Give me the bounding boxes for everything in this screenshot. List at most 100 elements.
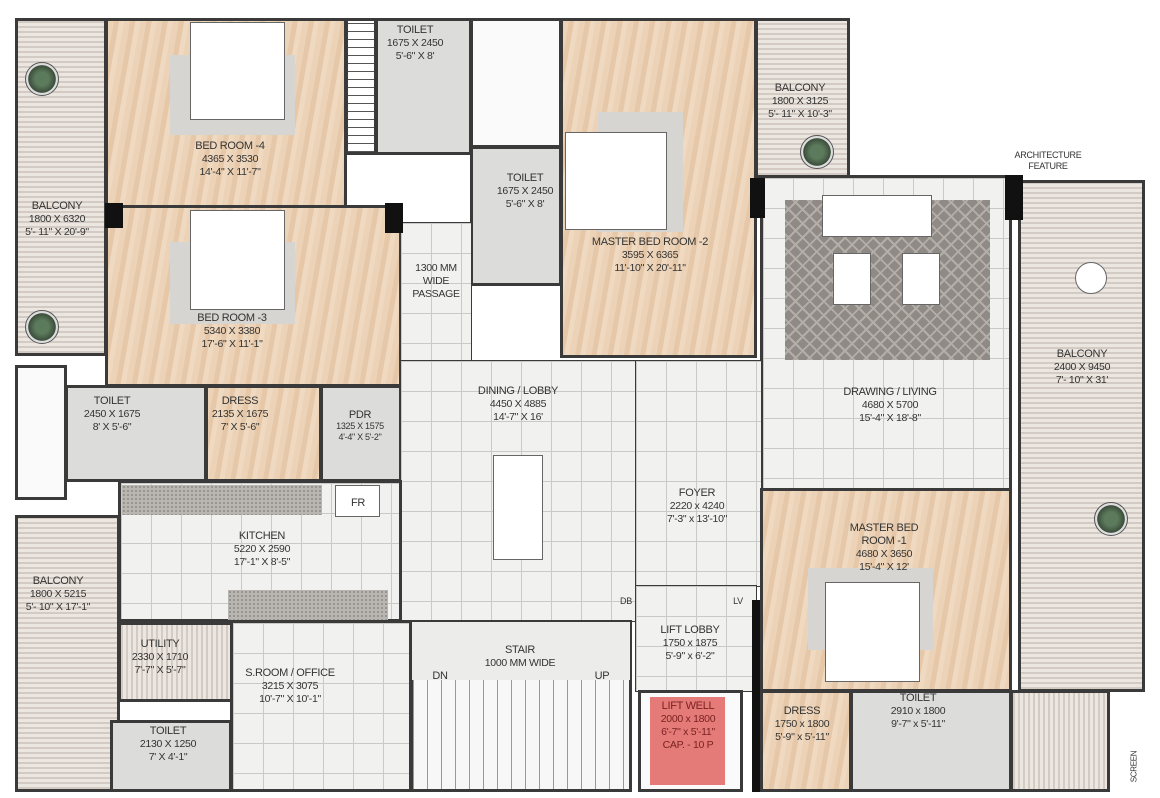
room-size-metric: 5340 X 3380	[203, 325, 261, 337]
label-line: ARCHITECTURE	[1014, 150, 1082, 160]
bed-icon	[190, 22, 285, 120]
room-name: UTILITY	[140, 638, 180, 650]
shower-area	[470, 18, 562, 148]
room-name: S.ROOM / OFFICE	[245, 667, 335, 679]
room-name: TOILET	[506, 172, 544, 184]
room-size-imperial: 15'-4" X 18'-8"	[859, 412, 921, 424]
room-name: TOILET	[149, 725, 187, 737]
room-size-metric: 2130 X 1250	[139, 738, 197, 750]
room-name: FOYER	[678, 487, 716, 499]
room-size-imperial: 7' X 5'-6"	[220, 421, 260, 433]
db-text: DB	[620, 596, 632, 606]
room-name: BALCONY	[31, 200, 83, 212]
room-size-metric: 2330 X 1710	[131, 651, 189, 663]
label-line: WIDE	[422, 275, 450, 287]
living-rug	[785, 200, 990, 360]
room-size-imperial: 5'-6" X 8'	[505, 198, 545, 210]
room-size-imperial: 17'-6" X 11'-1"	[201, 338, 263, 350]
room-name: BALCONY	[774, 82, 826, 94]
fridge-box	[335, 485, 380, 517]
plant-icon	[25, 310, 59, 344]
room-name: BALCONY	[1056, 348, 1108, 360]
room-size-metric: 4365 X 3530	[201, 153, 259, 165]
room-name: TOILET	[899, 692, 937, 704]
room-name: TOILET	[93, 395, 131, 407]
room-name: LIFT WELL	[661, 700, 715, 712]
room-size-metric: 1800 X 6320	[28, 213, 86, 225]
dining-table-icon	[493, 455, 543, 560]
dress-left-area	[205, 385, 322, 482]
room-size-metric: 1750 x 1875	[662, 637, 718, 649]
room-size-imperial: 5'-9" x 5'-11"	[775, 731, 829, 743]
room-size-imperial: 17'-1" X 8'-5"	[233, 556, 291, 568]
room-size-imperial: 15'-4" X 12'	[859, 561, 909, 573]
room-size-metric: 2450 X 1675	[83, 408, 141, 420]
stair-direction: UP	[594, 670, 610, 682]
room-name: KITCHEN	[238, 530, 286, 542]
toilet-bottom-left-area	[110, 720, 232, 792]
plant-icon	[25, 62, 59, 96]
room-size-imperial: 5'-6" X 8'	[395, 50, 435, 62]
room-size-imperial: 5'- 11" X 20'-9"	[25, 226, 89, 238]
room-size-metric: 1325 X 1575	[336, 421, 384, 431]
pdr-area	[320, 385, 402, 482]
lift-capacity: CAP. - 10 P	[662, 739, 714, 751]
store-left	[15, 365, 67, 500]
room-size-imperial: 5'-9" x 6'-2"	[665, 650, 715, 662]
column	[105, 203, 123, 228]
toilet-bottom-right-area	[850, 690, 1012, 792]
stair-landing	[412, 622, 630, 680]
stair-down-label: DN	[432, 670, 448, 683]
room-size-metric: 1750 x 1800	[774, 718, 830, 730]
room-size-imperial: 7'-7" X 5'-7"	[134, 664, 186, 676]
sofa-icon	[822, 195, 932, 237]
db-label: DB	[620, 595, 632, 608]
room-size-imperial: 10'-7" X 10'-1"	[259, 693, 321, 705]
balcony-table-icon	[1075, 262, 1107, 294]
wardrobe-bedroom-4	[345, 18, 377, 155]
fridge-label: FR	[351, 497, 365, 510]
column	[750, 178, 765, 218]
bed-icon	[565, 132, 667, 230]
room-size-metric: 2400 X 9450	[1053, 361, 1111, 373]
room-size-metric: 4450 X 4885	[489, 398, 547, 410]
room-size-metric: 1000 MM WIDE	[484, 657, 556, 669]
room-size-imperial: 8' X 5'-6"	[92, 421, 132, 433]
bed-icon	[190, 210, 285, 310]
room-name: STAIR	[504, 644, 536, 656]
room-size-metric: 1675 X 2450	[386, 37, 444, 49]
balcony-left-bottom-area	[15, 515, 120, 792]
label-line: FEATURE	[1028, 161, 1068, 171]
stair-up-label: UP	[595, 670, 610, 683]
kitchen-island-counter	[228, 590, 388, 620]
passage-area	[400, 222, 472, 362]
room-name: SCREEN	[1129, 750, 1139, 783]
bed-icon	[825, 582, 920, 682]
coffee-table-icon	[833, 253, 871, 305]
room-name: DINING / LOBBY	[477, 385, 559, 397]
room-name: MASTER BED	[849, 522, 919, 534]
room-size-imperial: 6'-7" x 5'-11"	[661, 726, 715, 738]
room-size-imperial: 9'-7" x 5'-11"	[891, 718, 945, 730]
room-size-metric: 1800 X 5215	[29, 588, 87, 600]
